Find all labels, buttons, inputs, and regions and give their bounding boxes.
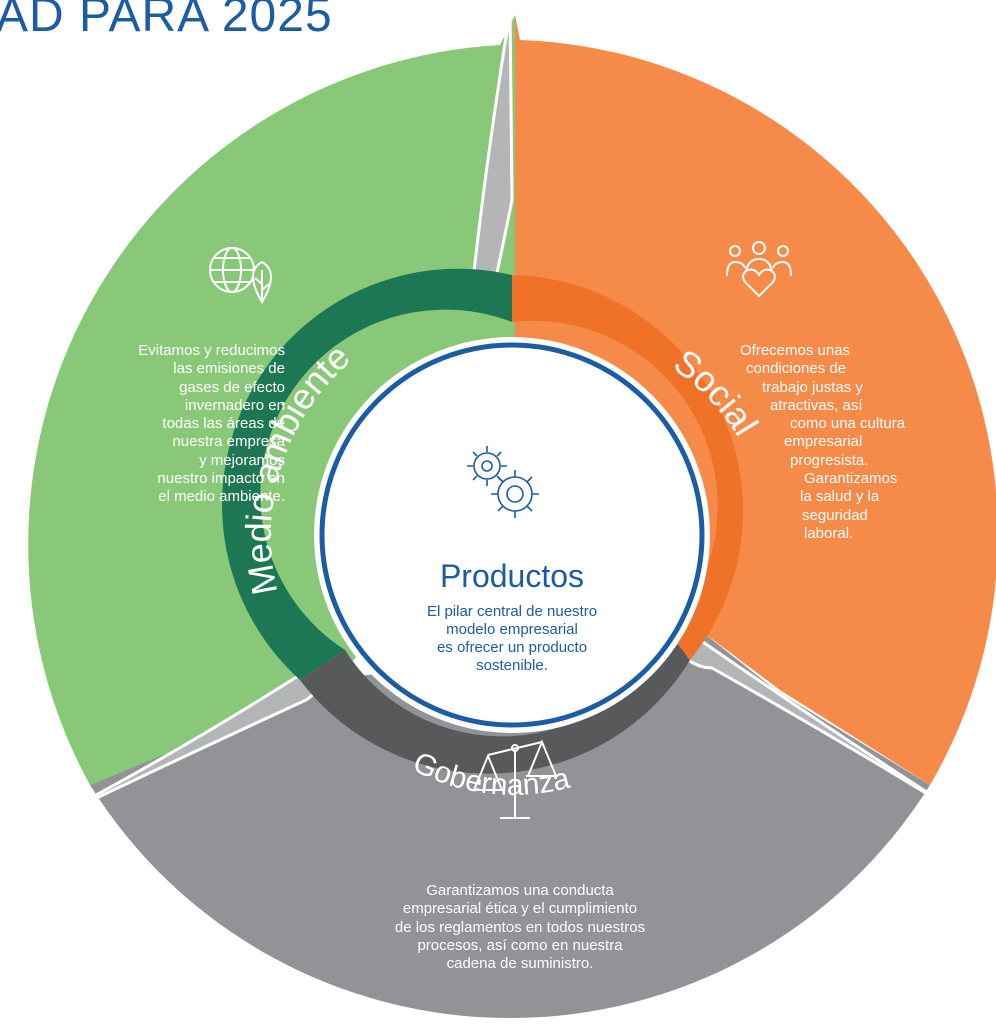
gobernanza-band [300, 632, 690, 774]
segments.social.text_lines-text-line: laboral. [804, 524, 854, 542]
social-outer-segment [515, 15, 996, 785]
segments.gobernanza.text_lines-text-line: de los reglamentos en todos nuestros [394, 918, 646, 936]
segments.medio_ambiente.text_lines-text-line: el medio ambiente. [158, 488, 285, 506]
medio-ambiente-band [222, 268, 512, 680]
segments.medio_ambiente.text_lines-text-line: las emisiones de [173, 360, 285, 378]
segments.social.text_lines-text-line: seguridad [802, 506, 868, 524]
page-title: AD PARA 2025 [0, 0, 333, 42]
segments.medio_ambiente.text_lines-text-line: Evitamos y reducimos [138, 342, 285, 359]
center-title: Productos [439, 558, 585, 594]
segments.social.text_lines-text-line: atractivas, así [770, 396, 863, 414]
segments.social.text_lines-text-line: condiciones de [746, 360, 847, 378]
social-band [512, 275, 744, 660]
segments.gobernanza.text_lines-text-line: empresarial ética y el cumplimiento [402, 900, 638, 918]
segments.medio_ambiente.text_lines-text-line: nuestra empresa [172, 433, 285, 451]
segments.medio_ambiente.text_lines-text-line: y mejoramos [199, 451, 285, 469]
segments.social.text_lines-text-line: empresarial [784, 433, 863, 451]
segments.social.text_lines-text-line: como una cultura [790, 415, 906, 433]
center-blue-ring [319, 342, 705, 728]
segments.social.text_lines-text-line: la salud y la [800, 488, 880, 506]
center.description_lines-text-line: modelo empresarial [446, 621, 578, 638]
gobernanza-outer-segment [90, 630, 930, 1019]
scales-icon [472, 739, 558, 819]
segments.medio_ambiente.text_lines-text-line: todas las áreas de [162, 415, 285, 433]
segments.social.text_lines-text-line: trabajo justas y [762, 378, 863, 396]
people-heart-icon [726, 241, 792, 298]
segments.social.text_lines-text-line: Ofrecemos unas [740, 342, 851, 359]
segments.medio_ambiente.text_lines-text-line: nuestro impacto en [157, 470, 285, 488]
center.description_lines-text-line: sostenible. [476, 657, 548, 674]
center.description_lines-text-line: es ofrecer un producto [436, 639, 588, 656]
segments.social.text_lines-text-line: progresista. [790, 451, 869, 469]
segments.gobernanza.text_lines-text-line: cadena de suministro. [446, 955, 594, 973]
segments.medio_ambiente.text_lines-text-line: invernadero en [184, 396, 285, 414]
globe-leaf-icon [209, 247, 272, 304]
segments.gobernanza.text_lines-text-line: procesos, así como en nuestra [417, 936, 623, 954]
segments.social.text_lines-text-line: Garantizamos [804, 470, 898, 488]
gears-icon [467, 446, 539, 518]
segments.medio_ambiente.text_lines-text-line: gases de efecto [179, 378, 285, 396]
segments.gobernanza.text_lines-text-line: Garantizamos una conducta [426, 882, 614, 899]
center.description_lines-text-line: El pilar central de nuestro [426, 603, 598, 620]
